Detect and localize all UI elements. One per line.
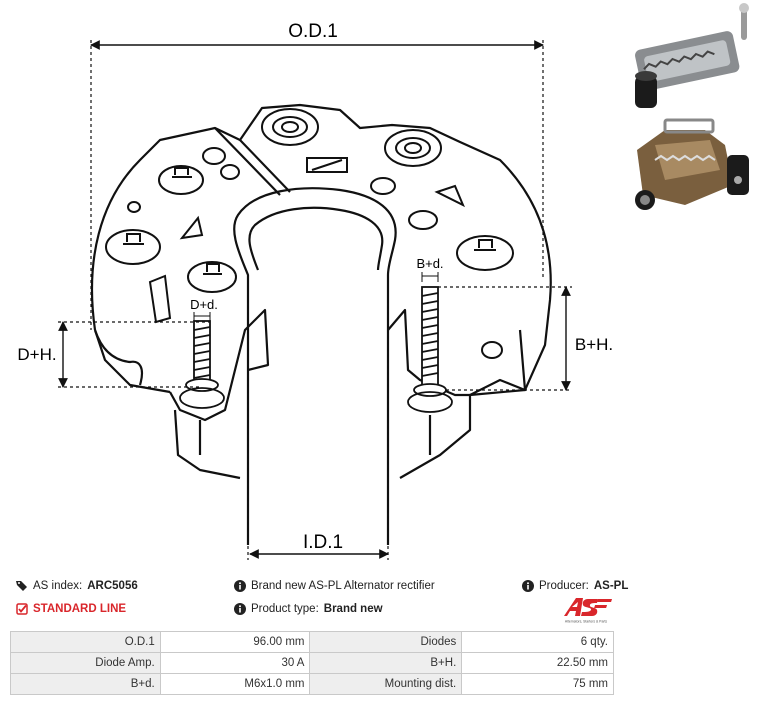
svg-text:Alternators, Starters & Parts: Alternators, Starters & Parts	[565, 620, 608, 624]
dh-dimension: D+H.	[17, 321, 210, 388]
rectifier-features	[105, 108, 514, 359]
table-row: Diode Amp. 30 A B+H. 22.50 mm	[10, 652, 614, 674]
product-photos	[635, 3, 749, 210]
bh-label: B+H.	[575, 335, 613, 354]
as-index-value: ARC5056	[87, 580, 138, 592]
dh-label: D+H.	[17, 345, 56, 364]
id-label: I.D.1	[303, 532, 343, 553]
as-index-label: AS index:	[33, 580, 83, 592]
spec-label: O.D.1	[10, 631, 161, 653]
spec-value: M6x1.0 mm	[159, 673, 311, 695]
id-dimension: I.D.1	[247, 300, 389, 560]
right-bolt	[407, 286, 453, 413]
od-dimension: O.D.1	[90, 21, 544, 330]
producer-label: Producer:	[539, 580, 589, 592]
dd-dimension: D+d.	[190, 297, 218, 322]
table-row: B+d. M6x1.0 mm Mounting dist. 75 mm	[10, 673, 614, 695]
producer-value: AS-PL	[593, 580, 629, 592]
check-square-icon	[16, 603, 28, 615]
product-type-value: Brand new	[323, 603, 383, 615]
standard-line-row: STANDARD LINE	[16, 603, 126, 615]
spec-value: 75 mm	[461, 673, 614, 695]
dd-label: D+d.	[190, 297, 218, 312]
description-text: Brand new AS-PL Alternator rectifier	[251, 580, 435, 592]
bd-label: B+d.	[416, 256, 443, 271]
description-row: Brand new AS-PL Alternator rectifier	[234, 580, 435, 592]
left-bolt	[179, 320, 225, 409]
bh-dimension: B+H.	[438, 286, 613, 391]
product-type-label: Product type:	[251, 603, 319, 615]
spec-value: 22.50 mm	[461, 652, 614, 674]
standard-line-label: STANDARD LINE	[33, 603, 127, 615]
product-photo-top	[635, 3, 749, 108]
spec-value: 30 A	[159, 652, 311, 674]
as-pl-logo: Alternators, Starters & Parts	[564, 598, 613, 624]
rectifier-technical-drawing: O.D.1	[17, 21, 613, 560]
tags-icon	[16, 581, 27, 591]
product-photo-bottom	[635, 118, 749, 210]
specs-table: O.D.1 96.00 mm Diodes 6 qty. Diode Amp. …	[10, 631, 614, 695]
product-type-row: Product type: Brand new	[234, 603, 383, 615]
spec-label: B+d.	[10, 673, 161, 695]
rectifier-outline	[90, 103, 552, 545]
as-index-row: AS index: ARC5056	[16, 580, 138, 592]
table-row: O.D.1 96.00 mm Diodes 6 qty.	[10, 631, 614, 653]
info-icon	[234, 603, 246, 615]
info-icon	[234, 580, 246, 592]
info-icon	[522, 580, 534, 592]
spec-label: Diode Amp.	[10, 652, 161, 674]
od-label: O.D.1	[288, 21, 338, 42]
spec-label: Diodes	[309, 631, 463, 653]
spec-label: Mounting dist.	[309, 673, 463, 695]
spec-value: 96.00 mm	[159, 631, 311, 653]
producer-row: Producer: AS-PL	[522, 580, 628, 592]
spec-label: B+H.	[309, 652, 463, 674]
spec-value: 6 qty.	[461, 631, 614, 653]
bd-dimension: B+d.	[416, 256, 444, 282]
